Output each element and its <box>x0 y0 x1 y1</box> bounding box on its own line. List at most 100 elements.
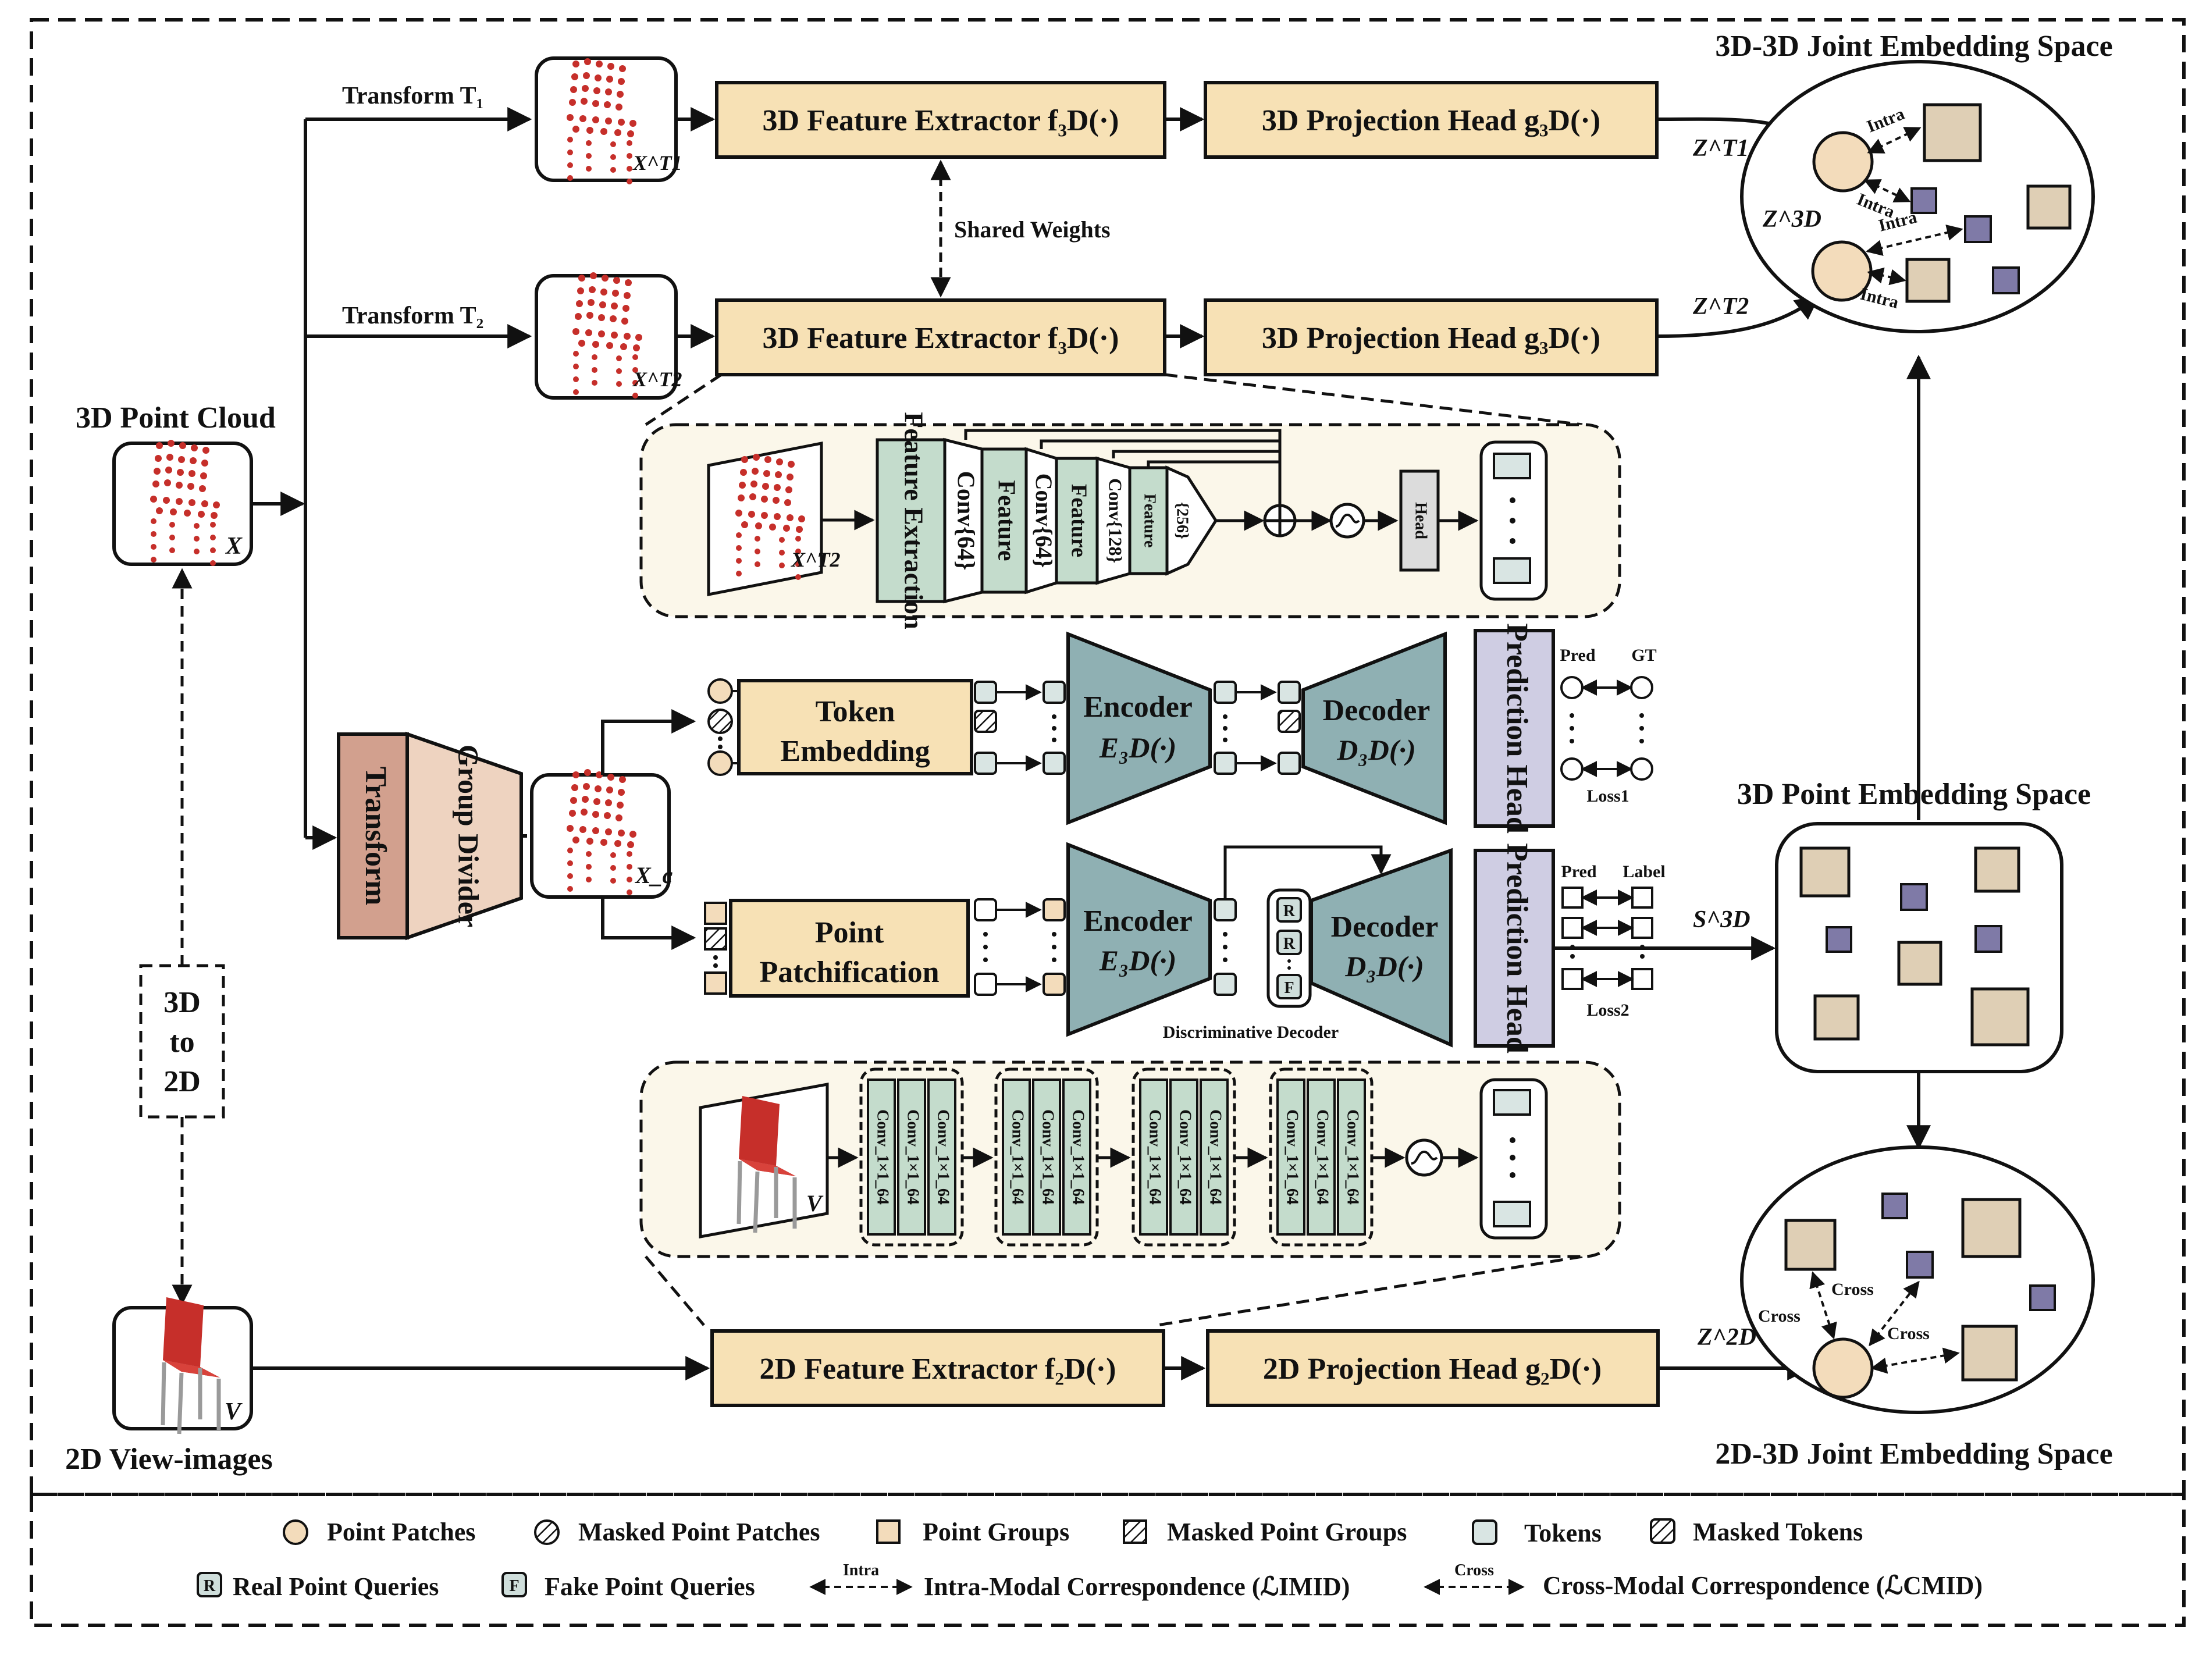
extractor-2d <box>710 1329 1165 1407</box>
conv-g4-b: Conv_1×1_64 <box>1314 1109 1332 1205</box>
legend-masked-tokens: Masked Tokens <box>1693 1518 1863 1546</box>
real-query-r1: R <box>1283 902 1296 920</box>
conv-g4-c: Conv_1×1_64 <box>1344 1109 1362 1205</box>
legend-point-patches: Point Patches <box>327 1518 475 1546</box>
legend-frame <box>30 1493 2186 1627</box>
z2d-label: Z^2D <box>1697 1324 1756 1351</box>
conv-g3-b: Conv_1×1_64 <box>1176 1109 1194 1205</box>
point-patchification-label-1: Point <box>815 916 884 949</box>
conv-group-4 <box>1269 1067 1374 1247</box>
encoder-top-label: Encoder <box>1083 690 1193 724</box>
conv-g1-c: Conv_1×1_64 <box>934 1109 952 1205</box>
cross-label-3: Cross <box>1887 1324 1930 1343</box>
proj-2d-label: 2D Projection Head g₂D(·) <box>1263 1352 1602 1386</box>
legend-masked-point-groups: Masked Point Groups <box>1167 1518 1407 1546</box>
view-title: 2D View-images <box>65 1443 273 1476</box>
proj-3d-top <box>1204 81 1659 159</box>
point-patchification-block <box>729 899 970 998</box>
conv-g4-a: Conv_1×1_64 <box>1283 1109 1301 1205</box>
legend-real-query-r: R <box>204 1577 216 1595</box>
z2d-embedding <box>1812 1337 1874 1399</box>
proj-2d <box>1206 1329 1660 1407</box>
group-divider-block <box>405 731 523 941</box>
legend-masked-point-patches: Masked Point Patches <box>578 1518 820 1546</box>
cross-label-1: Cross <box>1758 1307 1801 1326</box>
conv-g3-c: Conv_1×1_64 <box>1207 1109 1225 1205</box>
conv128-label: Conv{128} <box>1105 478 1126 563</box>
space2d3d-title: 2D-3D Joint Embedding Space <box>1715 1437 2112 1471</box>
proj-3d-top-label: 3D Projection Head g₃D(·) <box>1262 104 1600 137</box>
z-t2-arrow <box>1656 295 1820 338</box>
space3d3d-title: 3D-3D Joint Embedding Space <box>1715 30 2112 63</box>
token-embedding-label-1: Token <box>816 695 895 728</box>
extractor-3d-top <box>715 81 1166 159</box>
legend-intra-modal: Intra-Modal Correspondence (ℒIMID) <box>924 1572 1350 1601</box>
point-patchification-label-2: Patchification <box>759 956 939 989</box>
pred-label-bottom: Pred <box>1561 862 1596 881</box>
panel1-input-label: X^T2 <box>791 548 841 571</box>
gt-label: GT <box>1631 646 1656 665</box>
conv256-label: {256} <box>1173 502 1191 539</box>
cross-label-2: Cross <box>1831 1280 1874 1299</box>
to2d-line3: 2D <box>163 1065 201 1098</box>
transform-t1-label: Transform T₁ <box>342 83 483 109</box>
legend-point-groups: Point Groups <box>923 1518 1069 1546</box>
z-t1-label: Z^T1 <box>1692 135 1749 162</box>
legend-cross-small: Cross <box>1454 1561 1494 1579</box>
conv-g1-b: Conv_1×1_64 <box>904 1109 922 1205</box>
feature-extraction-label: Feature Extraction <box>899 412 928 629</box>
encoder-top-fn: E₃D(·) <box>1099 731 1177 764</box>
view-label: V <box>225 1398 243 1425</box>
token-embedding-label-2: Embedding <box>780 735 930 768</box>
proj-3d-mid <box>1204 298 1659 376</box>
loss1-label: Loss1 <box>1586 786 1629 806</box>
decoder-top-label: Decoder <box>1323 694 1431 727</box>
panel1-head-label: Head <box>1412 502 1430 539</box>
proj-3d-mid-label: 3D Projection Head g₃D(·) <box>1262 322 1600 355</box>
legend-cross-modal: Cross-Modal Correspondence (ℒCMID) <box>1543 1571 1983 1600</box>
point-cloud-title: 3D Point Cloud <box>76 401 276 435</box>
decoder-top-block <box>1301 631 1447 825</box>
decoder-top-fn: D₃D(·) <box>1336 734 1415 766</box>
conv-group-2 <box>994 1067 1099 1247</box>
real-query-r2: R <box>1283 935 1296 953</box>
panel2-input-label: V <box>806 1190 824 1216</box>
token-embedding-block <box>737 679 973 775</box>
feature-c-label: Feature <box>1141 494 1159 548</box>
conv-g2-b: Conv_1×1_64 <box>1039 1109 1057 1205</box>
transform-block-label: Transform <box>359 767 392 906</box>
panel1-head <box>1399 469 1440 572</box>
z-t1-embedding <box>1812 131 1874 193</box>
extractor-2d-label: 2D Feature Extractor f₂D(·) <box>760 1352 1116 1386</box>
conv-g1-a: Conv_1×1_64 <box>874 1109 892 1205</box>
legend-real-query-icon <box>197 1572 222 1597</box>
feature-extraction-block <box>876 438 947 603</box>
transform-t2-label: Transform T₂ <box>342 302 483 329</box>
legend-tokens: Tokens <box>1524 1519 1602 1547</box>
decoder-bottom-block <box>1310 848 1453 1048</box>
space2d3d-ellipse <box>1740 1145 2095 1414</box>
extractor-3d-mid <box>715 298 1166 376</box>
legend-point-groups-icon <box>876 1519 901 1544</box>
loss2-label: Loss2 <box>1586 1001 1629 1020</box>
legend-fake-point-queries: Fake Point Queries <box>545 1572 755 1601</box>
s3d-label: S^3D <box>1693 906 1750 933</box>
conv-g3-a: Conv_1×1_64 <box>1146 1109 1164 1205</box>
t1-image-label: X^T1 <box>632 151 682 175</box>
xc-label: X_c <box>634 862 673 888</box>
label-label: Label <box>1623 862 1665 881</box>
to2d-box <box>139 964 225 1119</box>
legend-fake-query-f: F <box>509 1577 519 1595</box>
fake-query-f: F <box>1284 979 1294 997</box>
to2d-line1: 3D <box>163 986 201 1019</box>
decoder-bottom-label: Decoder <box>1331 910 1439 944</box>
conv64a-label: Conv{64} <box>952 471 979 571</box>
decoder-bottom-fn: D₃D(·) <box>1344 950 1424 983</box>
shared-weights-label: Shared Weights <box>954 216 1111 243</box>
prediction-head-top-label: Prediction Head <box>1500 623 1533 834</box>
prediction-head-top <box>1474 629 1555 828</box>
extractor-3d-top-label: 3D Feature Extractor f₃D(·) <box>763 104 1119 137</box>
t2-image-label: X^T2 <box>632 368 682 391</box>
z3d-label: Z^3D <box>1762 206 1821 233</box>
